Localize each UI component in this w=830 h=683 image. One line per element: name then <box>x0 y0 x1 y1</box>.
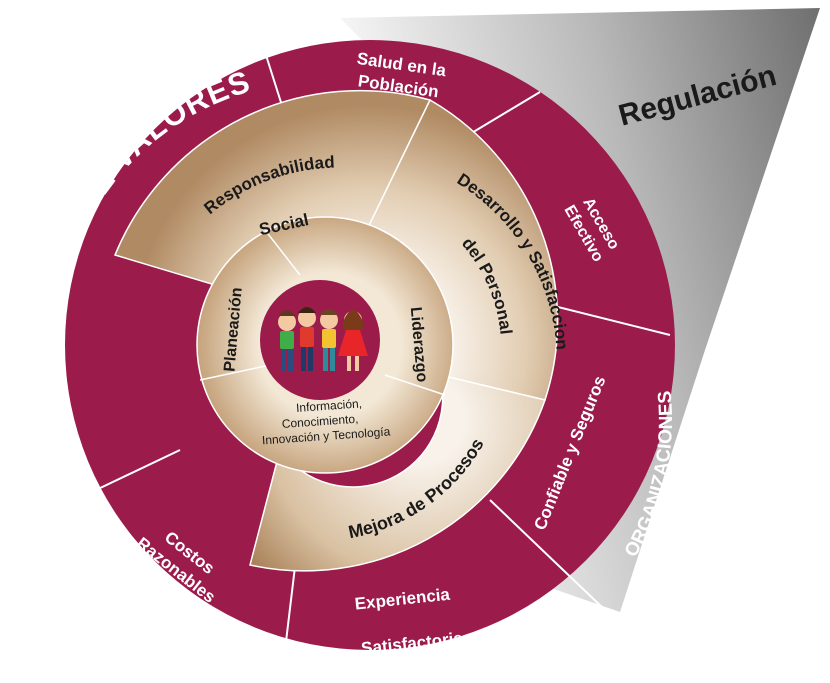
children-group-icon <box>278 307 368 371</box>
inner-dividers <box>199 229 446 396</box>
svg-text:Conocimiento,: Conocimiento, <box>281 412 359 431</box>
liderazgo-label: Liderazgo <box>407 306 431 383</box>
svg-text:Información,: Información, <box>296 396 363 415</box>
info-label: Información, Conocimiento, Innovación y … <box>262 396 392 447</box>
